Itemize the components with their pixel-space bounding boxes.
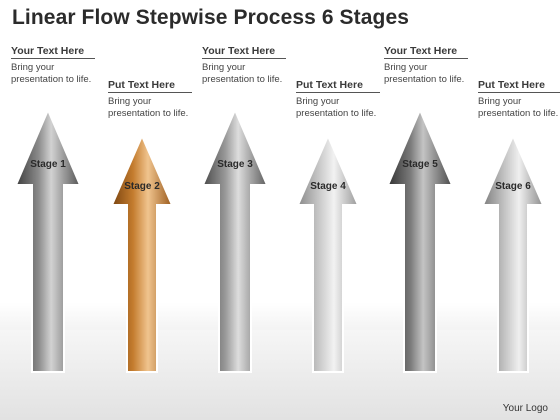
stage-1-body: Bring your presentation to life. [11,62,92,85]
stage-5-body: Bring your presentation to life. [384,62,465,85]
stage-3-text: Your Text Here Bring your presentation t… [202,45,286,86]
stage-5-label: Stage 5 [402,159,438,170]
stage-3-body: Bring your presentation to life. [202,62,283,85]
stage-6-body: Bring your presentation to life. [478,96,559,119]
stage-4-label: Stage 4 [310,181,346,192]
stage-1-text: Your Text Here Bring your presentation t… [11,45,95,86]
stage-1-label: Stage 1 [30,159,66,170]
stage-6-text: Put Text Here Bring your presentation to… [478,79,560,120]
stage-4-heading: Put Text Here [296,79,380,93]
stage-2-body: Bring your presentation to life. [108,96,189,119]
stage-3-arrow: Stage 3 [201,107,269,373]
stage-2-arrow: Stage 2 [110,133,174,373]
logo-text: Your Logo [502,403,548,414]
stage-2-heading: Put Text Here [108,79,192,93]
stage-6-heading: Put Text Here [478,79,560,93]
stage-1-heading: Your Text Here [11,45,95,59]
stage-4-text: Put Text Here Bring your presentation to… [296,79,380,120]
stage-1-arrow: Stage 1 [14,107,82,373]
stage-3-label: Stage 3 [217,159,253,170]
stage-5-text: Your Text Here Bring your presentation t… [384,45,468,86]
stage-2-text: Put Text Here Bring your presentation to… [108,79,192,120]
stage-6-arrow: Stage 6 [481,133,545,373]
page-title: Linear Flow Stepwise Process 6 Stages [12,6,410,29]
stage-6-label: Stage 6 [495,181,531,192]
stage-3-heading: Your Text Here [202,45,286,59]
stage-2-label: Stage 2 [124,181,160,192]
stage-5-arrow: Stage 5 [386,107,454,373]
stage-4-body: Bring your presentation to life. [296,96,377,119]
stage-4-arrow: Stage 4 [296,133,360,373]
stage-5-heading: Your Text Here [384,45,468,59]
floor-reflection [0,330,560,420]
